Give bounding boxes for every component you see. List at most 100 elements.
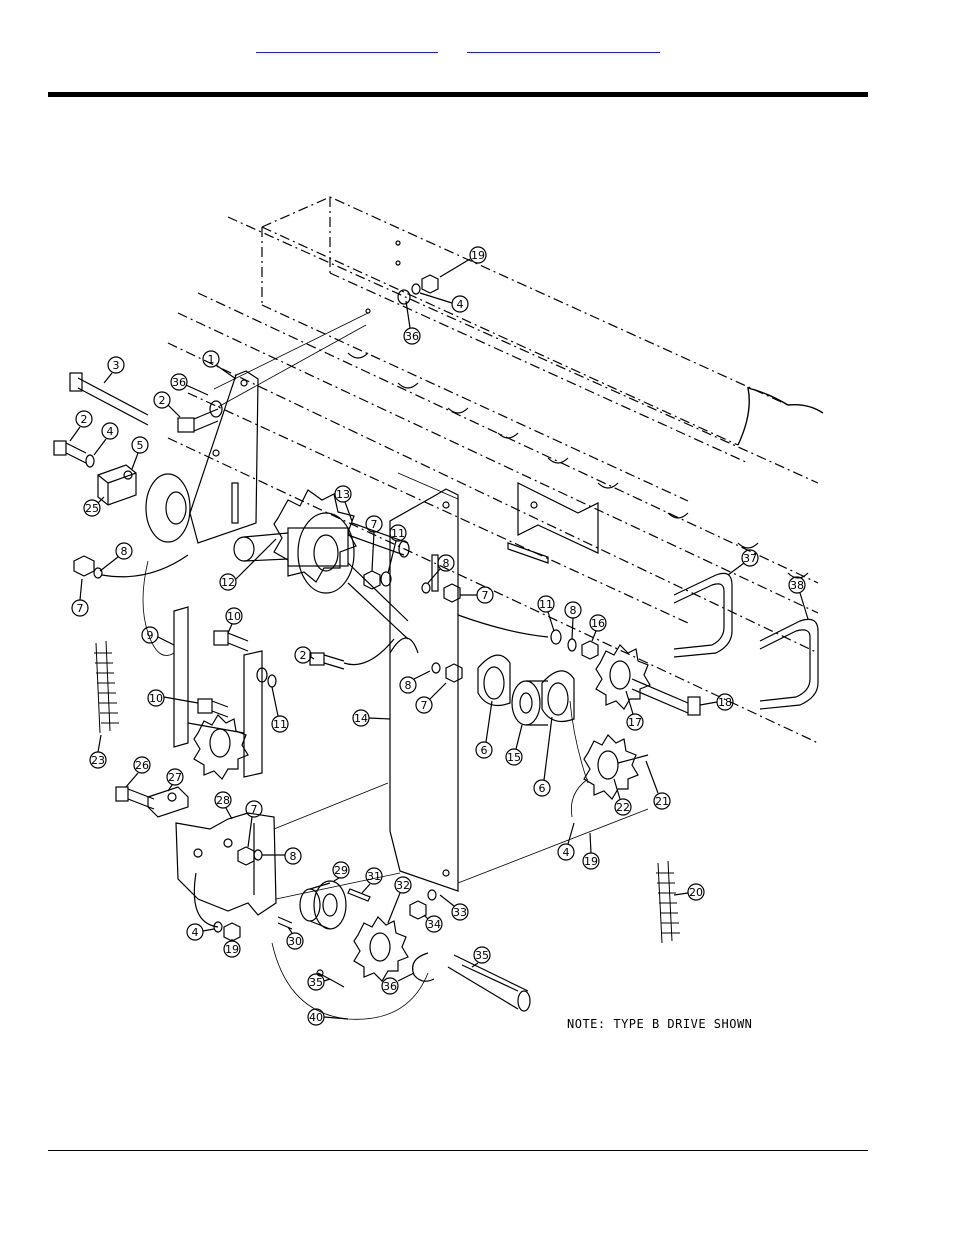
callout-1: 1 <box>202 350 237 380</box>
svg-text:19: 19 <box>225 943 239 956</box>
header-link-2[interactable] <box>467 38 660 53</box>
callout-2b: 2 <box>69 410 93 442</box>
callout-17: 17 <box>625 690 644 731</box>
nut-27 <box>237 846 263 866</box>
callout-10a: 10 <box>225 607 243 634</box>
svg-text:3: 3 <box>113 359 120 372</box>
tube-bracket <box>507 482 599 564</box>
callout-7c: 7 <box>460 586 494 604</box>
callout-35: 36 <box>381 972 415 995</box>
chain-23 <box>94 640 119 734</box>
callout-10b: 10 <box>147 689 199 707</box>
bolt <box>177 400 223 433</box>
callout-4b: 4 <box>557 822 575 861</box>
callout-11c: 11 <box>537 595 555 632</box>
svg-text:11: 11 <box>391 527 405 540</box>
svg-text:1: 1 <box>208 353 215 366</box>
svg-text:7: 7 <box>371 518 378 531</box>
key-30 <box>347 888 371 902</box>
svg-text:36: 36 <box>172 376 186 389</box>
svg-text:28: 28 <box>216 794 230 807</box>
nut-19-lower <box>193 872 241 942</box>
svg-text:13: 13 <box>336 488 350 501</box>
callout-37b: 36 <box>170 373 209 396</box>
idler-arm <box>173 606 263 780</box>
svg-text:34: 34 <box>427 918 441 931</box>
callout-25: 26 <box>125 756 151 788</box>
svg-text:2: 2 <box>300 649 307 662</box>
sprocket-shaft <box>233 527 409 640</box>
diagram-note: NOTE: TYPE B DRIVE SHOWN <box>567 1017 753 1031</box>
svg-text:18: 18 <box>718 696 732 709</box>
svg-text:23: 23 <box>91 754 105 767</box>
callout-2c: 2 <box>294 646 315 664</box>
callout-8a: 8 <box>99 542 133 572</box>
svg-text:4: 4 <box>192 926 199 939</box>
callout-8e: 8 <box>262 847 302 865</box>
callout-9: 9 <box>141 626 175 646</box>
svg-text:6: 6 <box>481 744 488 757</box>
nut-washer-left <box>73 554 189 579</box>
callouts: 1 2 3 2 4 5 25 8 7 12 13 7 11 8 7 9 10 1… <box>69 240 809 1026</box>
long-bolt <box>69 372 149 426</box>
callout-19b: 19 <box>223 939 241 958</box>
svg-text:4: 4 <box>107 425 114 438</box>
flange-right-1 <box>477 654 511 706</box>
callout-4c: 4 <box>186 923 215 941</box>
svg-text:31: 31 <box>367 870 381 883</box>
callout-38: 37 <box>727 549 759 576</box>
tube-top-hardware <box>365 240 439 314</box>
callout-36: 35 <box>471 946 491 968</box>
sprocket-right-high <box>595 644 651 710</box>
callout-3: 3 <box>103 356 125 384</box>
u-bolt-38 <box>673 572 733 658</box>
header-link-1[interactable] <box>256 38 438 53</box>
idler-shaft <box>347 522 410 558</box>
svg-text:14: 14 <box>354 712 368 725</box>
svg-text:11: 11 <box>539 598 553 611</box>
nuts-center <box>421 582 463 683</box>
callout-26: 27 <box>166 768 184 792</box>
flange-bearing <box>145 473 191 543</box>
svg-text:20: 20 <box>689 886 703 899</box>
callout-8d: 8 <box>564 601 582 640</box>
callout-15: 15 <box>505 724 523 766</box>
svg-text:10: 10 <box>227 610 241 623</box>
callout-11a: 11 <box>387 524 407 574</box>
svg-text:26: 26 <box>135 759 149 772</box>
svg-text:19: 19 <box>584 855 598 868</box>
footer-rule <box>48 1150 868 1151</box>
callout-7d: 7 <box>415 682 447 714</box>
callout-5: 5 <box>131 436 149 470</box>
callout-37a: 36 <box>403 300 421 345</box>
svg-text:12: 12 <box>221 576 235 589</box>
svg-text:32: 32 <box>396 879 410 892</box>
flange-right-2 <box>541 670 575 722</box>
callout-4a: 4 <box>93 422 119 456</box>
svg-text:8: 8 <box>405 679 412 692</box>
nut-washer-mid <box>363 570 392 590</box>
svg-text:8: 8 <box>290 850 297 863</box>
svg-text:16: 16 <box>591 617 605 630</box>
idler-bolts <box>197 630 395 718</box>
center-plate <box>389 488 459 892</box>
callout-24: 25 <box>83 496 105 517</box>
callout-13: 13 <box>334 485 353 522</box>
chain-20 <box>656 860 680 944</box>
callout-6b: 6 <box>533 716 553 797</box>
svg-text:10: 10 <box>149 692 163 705</box>
callout-20: 20 <box>673 883 705 901</box>
svg-text:36: 36 <box>405 330 419 343</box>
callout-7e: 7 <box>245 800 263 848</box>
exploded-view-drawing: 1 2 3 2 4 5 25 8 7 12 13 7 11 8 7 9 10 1… <box>53 196 824 1026</box>
svg-text:8: 8 <box>443 557 450 570</box>
callout-11b: 11 <box>271 686 289 733</box>
sprocket-right-low <box>583 734 649 800</box>
svg-text:4: 4 <box>563 846 570 859</box>
callout-16: 16 <box>589 614 607 642</box>
pin-29 <box>277 916 293 930</box>
svg-text:7: 7 <box>77 602 84 615</box>
svg-text:37: 37 <box>743 552 757 565</box>
svg-text:15: 15 <box>507 751 521 764</box>
svg-text:4: 4 <box>457 298 464 311</box>
